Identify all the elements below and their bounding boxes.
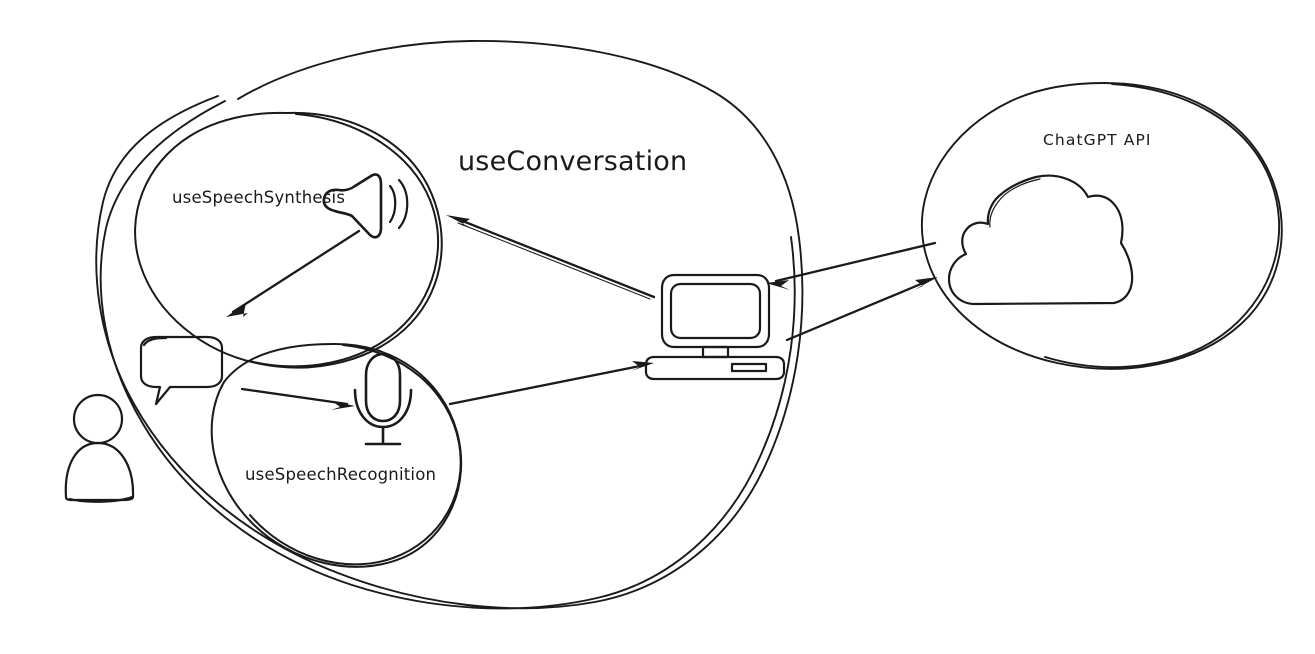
use-speech-recognition-ellipse [210,342,463,568]
use-conversation-label: useConversation [458,146,687,177]
arrow-computer-to-cloud [785,277,938,342]
use-speech-synthesis-ellipse [134,111,443,369]
arrow-person-to-recognition [240,387,355,410]
chatgpt-api-container[interactable]: ChatGPT API [920,82,1283,370]
cloud-icon [947,174,1134,306]
arrow-synthesis-to-person [226,229,361,317]
use-conversation-container[interactable]: useConversation [95,40,804,610]
arrow-recognition-to-computer [448,361,654,406]
speaker-icon [322,173,409,239]
arrow-cloud-to-computer [766,241,937,290]
person-icon [64,393,135,503]
use-speech-synthesis-ellipse-second-pass [248,113,439,368]
use-conversation-ellipse-second-pass [99,100,796,610]
use-conversation-ellipse [95,40,804,610]
chatgpt-api-ellipse [920,82,1283,370]
chatgpt-api-label: ChatGPT API [1043,131,1152,149]
use-speech-synthesis-group[interactable]: useSpeechSynthesis [134,111,443,369]
computer-icon[interactable] [644,273,786,381]
use-speech-recognition-label: useSpeechRecognition [245,465,436,484]
use-speech-recognition-ellipse-second-pass [249,344,462,566]
arrow-computer-to-synthesis [446,215,656,300]
use-speech-synthesis-label: useSpeechSynthesis [172,188,345,207]
use-speech-recognition-group[interactable]: useSpeechRecognition [210,342,463,568]
speech-bubble-icon [139,335,224,406]
chatgpt-api-ellipse-second-pass [1044,83,1281,369]
microphone-icon [353,352,413,446]
